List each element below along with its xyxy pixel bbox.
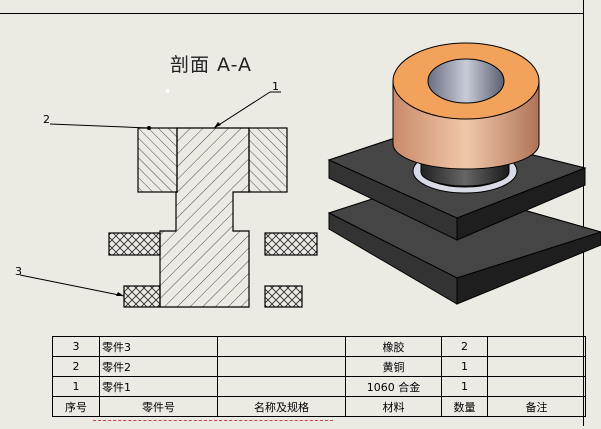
table-row[interactable]: 1 零件1 1060 合金 1 (52, 376, 586, 397)
bill-of-materials-table: 3 零件3 橡胶 2 2 零件2 黄铜 1 1 零件1 1060 合金 1 序号… (52, 336, 586, 417)
header-note: 备注 (487, 396, 586, 417)
sheet-border-right (583, 0, 584, 426)
header-material: 材料 (345, 396, 442, 417)
selection-dashed-strip (93, 420, 333, 429)
material-cell: 1060 合金 (345, 376, 442, 397)
table-header-row: 序号 零件号 名称及规格 材料 数量 备注 (52, 396, 586, 417)
spec-cell (217, 376, 346, 397)
part3-left-section[interactable] (123, 285, 161, 308)
section-view-title: 剖面 A-A (170, 54, 253, 76)
note-cell (487, 336, 586, 357)
part-cell: 零件2 (99, 356, 218, 377)
seq-cell: 2 (52, 356, 100, 377)
material-cell: 橡胶 (345, 336, 442, 357)
table-row[interactable]: 2 零件2 黄铜 1 (52, 356, 586, 377)
table-row[interactable]: 3 零件3 橡胶 2 (52, 336, 586, 357)
header-part: 零件号 (99, 396, 218, 417)
material-cell: 黄铜 (345, 356, 442, 377)
seq-cell: 1 (52, 376, 100, 397)
callout-2: 2 (43, 113, 50, 126)
bushing-3d[interactable] (392, 42, 540, 170)
upper-plate-right-section[interactable] (264, 232, 318, 256)
callout-1: 1 (272, 80, 279, 93)
part3-right-section[interactable] (264, 285, 303, 308)
part-cell: 零件3 (99, 336, 218, 357)
part2-right-section[interactable] (248, 127, 288, 193)
callout-3: 3 (15, 265, 22, 278)
qty-cell: 1 (441, 356, 488, 377)
part-cell: 零件1 (99, 376, 218, 397)
qty-cell: 1 (441, 376, 488, 397)
note-cell (487, 356, 586, 377)
header-spec: 名称及规格 (217, 396, 346, 417)
note-cell (487, 376, 586, 397)
header-qty: 数量 (441, 396, 488, 417)
leader-line-2 (49, 123, 149, 129)
qty-cell: 2 (441, 336, 488, 357)
part1-shaft-section[interactable] (159, 127, 250, 308)
part2-left-section[interactable] (137, 127, 178, 193)
seq-cell: 3 (52, 336, 100, 357)
spec-cell (217, 356, 346, 377)
upper-plate-left-section[interactable] (108, 232, 161, 256)
header-seq: 序号 (52, 396, 100, 417)
leader-line-3 (19, 274, 125, 297)
sheet-border-top (0, 13, 583, 14)
leader-line-1 (213, 91, 271, 129)
spec-cell (217, 336, 346, 357)
